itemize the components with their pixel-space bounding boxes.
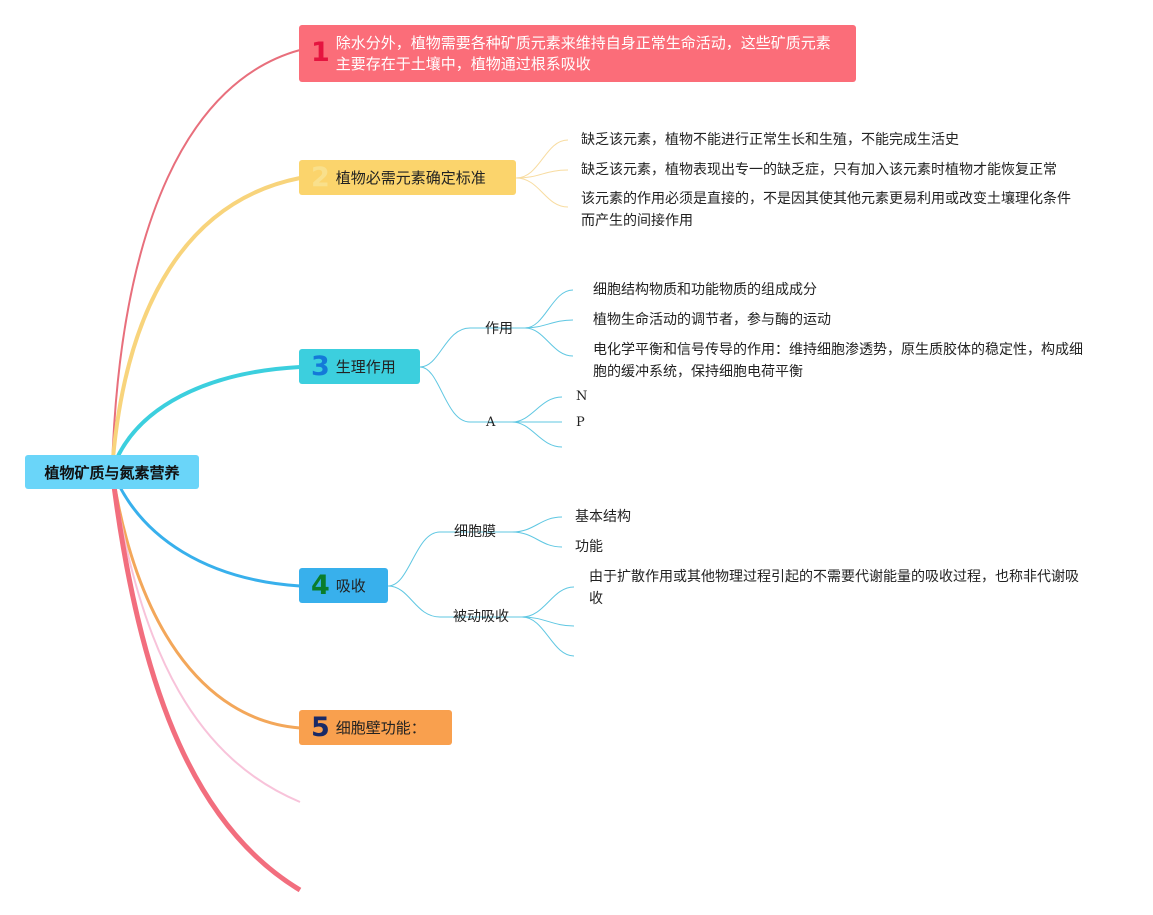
topic-2-label: 植物必需元素确定标准 [335, 169, 486, 187]
topic-4-group-1-item-1[interactable]: 基本结构 [575, 509, 631, 525]
topic-2-number: 2 [311, 162, 330, 193]
topic-1[interactable]: 1 除水分外，植物需要各种矿质元素来维持自身正常生命活动，这些矿质元素主要存在于… [299, 25, 856, 82]
connector-root-topic-5 [110, 469, 301, 730]
topic-3-number: 3 [311, 351, 330, 382]
topic-3-group-1[interactable]: 作用 [485, 321, 513, 337]
topic-1-label: 除水分外，植物需要各种矿质元素来维持自身正常生命活动，这些矿质元素主要存在于土壤… [335, 34, 831, 73]
connector-root-topic-1 [111, 49, 301, 471]
topic-3-group-1-item-2[interactable]: 植物生命活动的调节者，参与酶的运动 [593, 312, 831, 328]
topic-5-label: 细胞壁功能： [335, 719, 426, 737]
topic-4-group-2[interactable]: 被动吸收 [453, 609, 509, 625]
topic-2-item-1[interactable]: 缺乏该元素，植物不能进行正常生长和生殖，不能完成生活史 [581, 132, 959, 148]
root-label: 植物矿质与氮素营养 [44, 463, 180, 482]
connector-root-empty-1 [111, 469, 301, 803]
topic-2-item-3[interactable]: 该元素的作用必须是直接的，不是因其使其他元素更易利用或改变土壤理化条件而产生的间… [581, 191, 1071, 229]
topic-3-group-2-item-2[interactable]: P [576, 415, 585, 430]
topic-3-group-2-item-1[interactable]: N [576, 389, 588, 404]
topic-4-group-1-item-2[interactable]: 功能 [575, 539, 603, 555]
root-node[interactable]: 植物矿质与氮素营养 [25, 455, 199, 489]
topic-4-group-2-item-1[interactable]: 由于扩散作用或其他物理过程引起的不需要代谢能量的吸收过程，也称非代谢吸收 [589, 569, 1079, 607]
topic-3-group-1-item-1[interactable]: 细胞结构物质和功能物质的组成成分 [593, 282, 817, 298]
topic-3-group-2[interactable]: A [486, 415, 496, 430]
topic-3-group-1-item-3[interactable]: 电化学平衡和信号传导的作用：维持细胞渗透势，原生质胶体的稳定性，构成细胞的缓冲系… [593, 342, 1083, 380]
topic-4-group-1[interactable]: 细胞膜 [454, 524, 496, 540]
topic-5-number: 5 [311, 712, 330, 743]
connector-root-empty-2 [109, 469, 302, 893]
topic-2[interactable]: 2 植物必需元素确定标准 [299, 160, 516, 195]
topic-4-number: 4 [311, 570, 330, 601]
topic-3[interactable]: 3 生理作用 [299, 349, 420, 384]
connector-root-topic-3 [110, 365, 301, 471]
topic-5[interactable]: 5 细胞壁功能： [299, 710, 452, 745]
connector-root-topic-2 [110, 176, 301, 471]
topic-2-item-2[interactable]: 缺乏该元素，植物表现出专一的缺乏症，只有加入该元素时植物才能恢复正常 [581, 162, 1057, 178]
connector-root-topic-4 [110, 469, 301, 588]
topic-4-label: 吸收 [335, 577, 366, 595]
topic-4[interactable]: 4 吸收 [299, 568, 388, 603]
topic-1-number: 1 [311, 37, 330, 68]
topic-3-label: 生理作用 [335, 358, 396, 376]
